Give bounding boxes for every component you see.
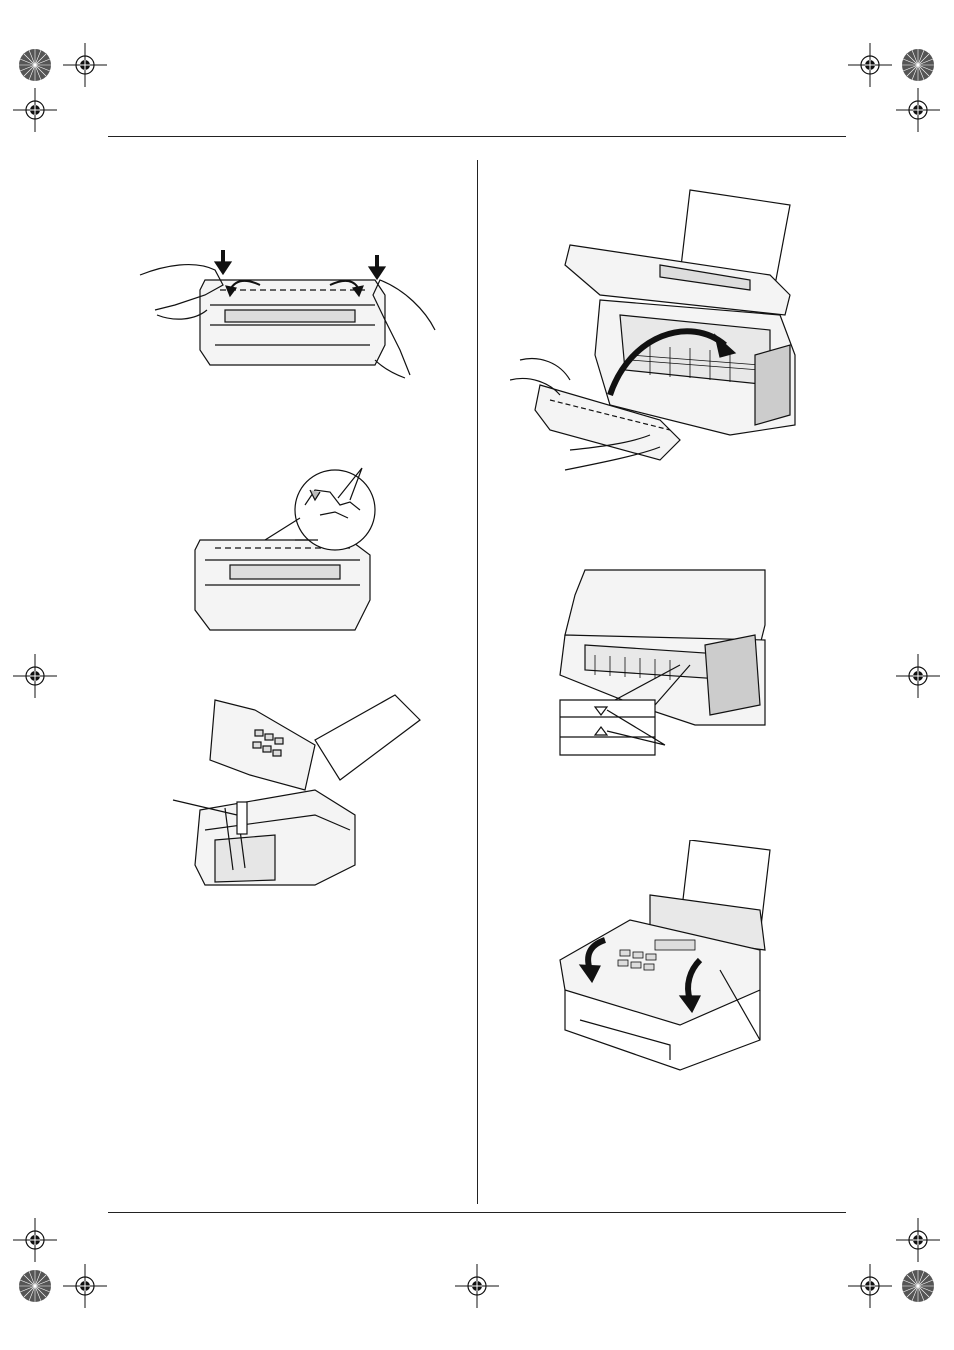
crosshair-target-icon [896, 654, 940, 698]
starburst-dot-icon [19, 1270, 51, 1302]
starburst-dot-icon [902, 1270, 934, 1302]
figure-toner-insert-into-drum [135, 250, 445, 390]
crosshair-target-icon [13, 654, 57, 698]
drum-installation-icon [510, 190, 795, 470]
starburst-dot-icon [19, 49, 51, 81]
crosshair-target-icon [455, 1264, 499, 1308]
toner-lock-tabs-icon [195, 468, 375, 630]
crosshair-target-icon [13, 1218, 57, 1262]
starburst-dot-icon [902, 49, 934, 81]
crosshair-target-icon [63, 43, 107, 87]
close-cover-arrows-icon [560, 840, 770, 1070]
figure-close-cover [550, 840, 780, 1080]
crosshair-target-icon [896, 1218, 940, 1262]
crosshair-target-icon [63, 1264, 107, 1308]
figure-toner-lock-detail [190, 460, 390, 635]
hands-pressing-toner-cartridge-icon [140, 250, 435, 378]
crosshair-target-icon [848, 1264, 892, 1308]
crosshair-target-icon [848, 43, 892, 87]
figure-drum-triangle-marks [555, 565, 775, 765]
crosshair-target-icon [13, 88, 57, 132]
alignment-triangles-icon [560, 570, 765, 755]
fax-open-cover-icon [173, 695, 420, 885]
figure-install-drum-into-fax [510, 185, 800, 475]
figure-fax-open-side-view [165, 690, 445, 890]
crosshair-target-icon [896, 88, 940, 132]
